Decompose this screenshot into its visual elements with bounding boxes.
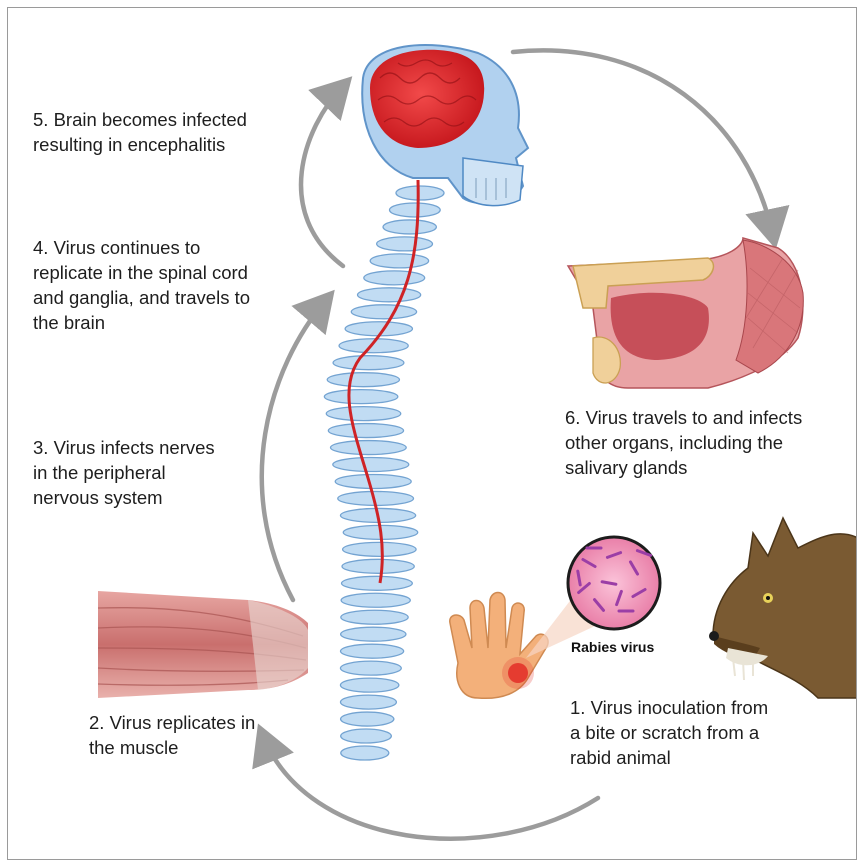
vertebra	[342, 559, 414, 573]
vertebra	[343, 542, 416, 556]
vertebra	[341, 712, 394, 726]
vertebra	[351, 305, 416, 319]
rabies-virus-tag: Rabies virus	[571, 639, 654, 655]
vertebra	[341, 593, 410, 607]
vertebra	[358, 288, 421, 302]
vertebra	[341, 627, 406, 641]
vertebra	[370, 254, 428, 268]
vertebra	[340, 661, 401, 675]
vertebra	[396, 186, 444, 200]
step-4-label: 4. Virus continues to replicate in the s…	[33, 235, 250, 335]
step-1-label: 1. Virus inoculation from a bite or scra…	[570, 695, 768, 770]
vertebra	[383, 220, 436, 234]
hand-illustration	[450, 593, 548, 699]
arrow-brain-to-glands	[513, 50, 773, 236]
salivary-gland-illustration	[568, 238, 803, 388]
vertebra	[377, 237, 433, 251]
vertebra	[340, 695, 396, 709]
diagram-frame: 1. Virus inoculation from a bite or scra…	[7, 7, 857, 860]
arrow-bite-to-muscle	[263, 736, 598, 839]
step-5-label: 5. Brain becomes infected resulting in e…	[33, 107, 247, 157]
rabid-dog-illustration	[709, 518, 857, 698]
vertebra	[341, 644, 404, 658]
vertebra	[364, 271, 425, 285]
arrow-spine-to-brain	[301, 86, 343, 266]
skull-brain-illustration	[362, 45, 528, 206]
vertebra	[341, 746, 389, 760]
step-6-label: 6. Virus travels to and infects other or…	[565, 405, 802, 480]
vertebra	[327, 373, 399, 387]
vertebra	[390, 203, 441, 217]
vertebra	[341, 610, 408, 624]
step-2-label: 2. Virus replicates in the muscle	[89, 710, 255, 760]
spine-illustration	[324, 186, 444, 760]
vertebra	[326, 407, 400, 421]
vertebra	[324, 390, 397, 404]
vertebra	[328, 424, 403, 438]
jaw-shape	[463, 158, 523, 206]
vertebra	[333, 458, 409, 472]
vertebra	[335, 474, 411, 488]
step-3-label: 3. Virus infects nerves in the periphera…	[33, 435, 215, 510]
arrow-muscle-to-spine	[262, 300, 326, 600]
vertebra	[340, 678, 398, 692]
vertebra	[333, 356, 404, 370]
rabies-virus-magnified	[568, 537, 660, 629]
muscle-illustration	[98, 591, 308, 698]
vertebra	[331, 441, 407, 455]
vertebra	[342, 576, 413, 590]
vertebra	[341, 729, 392, 743]
